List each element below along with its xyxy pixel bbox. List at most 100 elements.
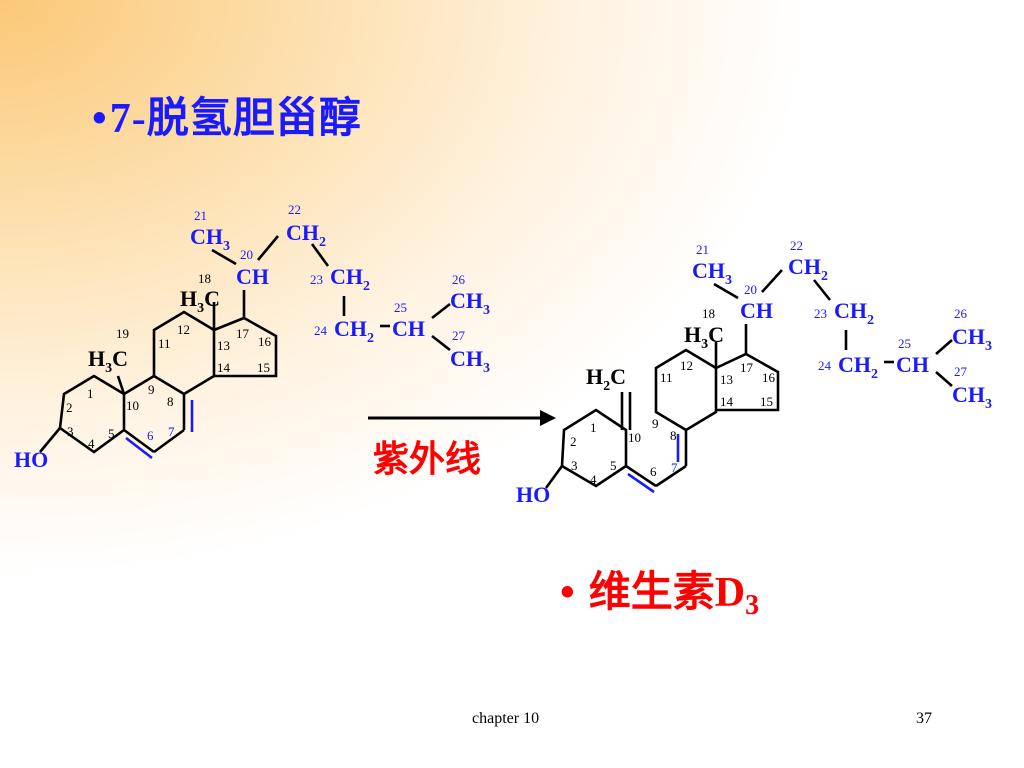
left-ch3-26-label: CH3 <box>450 288 490 318</box>
bond-3-oh <box>39 427 61 453</box>
left-num-4: 4 <box>88 436 95 451</box>
right-num-16: 16 <box>762 370 776 385</box>
bond-25-27 <box>431 334 451 352</box>
right-num-13: 13 <box>720 372 733 387</box>
right-h3c-18-label: H3C <box>684 322 724 352</box>
right-ch3-26-label: CH3 <box>952 324 992 354</box>
right-ch3-27-label: CH3 <box>952 382 992 412</box>
left-num-22: 22 <box>288 202 301 217</box>
bond-25-26 <box>935 339 953 355</box>
left-num-27: 27 <box>452 328 466 343</box>
product-name: • 维生素D3 <box>560 558 759 622</box>
right-num-9: 9 <box>652 416 659 431</box>
left-ch3-21-label: CH3 <box>190 224 230 254</box>
product-bullet-dot: • <box>560 570 575 616</box>
left-num-17: 17 <box>236 326 250 341</box>
left-num-26: 26 <box>452 272 466 287</box>
right-num-18: 18 <box>702 306 715 321</box>
bond-25-27 <box>935 371 953 387</box>
ring-d-bonds <box>715 352 780 412</box>
ring-c-bonds <box>152 310 216 396</box>
ring-a-bonds <box>560 408 628 488</box>
right-num-1: 1 <box>590 420 597 435</box>
right-num-14: 14 <box>720 394 734 409</box>
left-ch2-23-label: CH2 <box>330 264 370 294</box>
right-num-21: 21 <box>696 242 709 257</box>
left-ch-20-label: CH <box>236 264 269 289</box>
right-num-26: 26 <box>954 306 968 321</box>
right-num-25: 25 <box>898 336 911 351</box>
left-num-16: 16 <box>258 334 272 349</box>
right-num-4: 4 <box>590 472 597 487</box>
right-ho-label: HO <box>516 482 550 507</box>
bond-5-6 <box>625 464 657 488</box>
right-num-11: 11 <box>660 370 673 385</box>
left-molecule: HO H3C H3C CH3 CH CH2 CH2 CH2 CH CH3 CH3… <box>14 202 490 472</box>
left-num-8: 8 <box>167 394 174 409</box>
left-h3c-19-label: H3C <box>88 346 128 376</box>
bond-22-23 <box>812 279 832 301</box>
right-num-12: 12 <box>680 358 693 373</box>
left-num-21: 21 <box>194 208 207 223</box>
left-ch2-24-label: CH2 <box>334 316 374 346</box>
right-ch3-21-label: CH3 <box>692 258 732 288</box>
left-num-11: 11 <box>158 336 171 351</box>
footer-chapter: chapter 10 <box>472 710 540 727</box>
right-h2c-label: H2C <box>586 364 626 394</box>
right-num-6: 6 <box>650 464 657 479</box>
left-num-23: 23 <box>310 272 323 287</box>
left-num-10: 10 <box>126 398 139 413</box>
right-num-8: 8 <box>670 428 677 443</box>
right-num-3: 3 <box>571 458 578 473</box>
reaction-condition-label: 紫外线 <box>373 439 482 479</box>
bond-20-21 <box>211 248 237 266</box>
right-num-10: 10 <box>628 430 641 445</box>
left-num-20: 20 <box>240 247 253 262</box>
left-num-18: 18 <box>198 271 211 286</box>
left-num-13: 13 <box>217 338 230 353</box>
right-num-27: 27 <box>954 364 968 379</box>
bond-3-oh <box>544 465 564 489</box>
product-name-subscript: 3 <box>745 590 760 621</box>
left-h3c-18-label: H3C <box>180 286 220 316</box>
footer-page-number: 37 <box>916 710 932 727</box>
double-bond-5-6 <box>627 472 655 494</box>
bond-5-6 <box>123 428 155 454</box>
bond-10-19 <box>116 375 126 395</box>
bond-20-22 <box>257 235 279 261</box>
right-num-15: 15 <box>760 394 773 409</box>
left-num-25: 25 <box>394 300 407 315</box>
left-ho-label: HO <box>14 447 48 472</box>
left-num-2: 2 <box>66 400 73 415</box>
right-num-20: 20 <box>744 282 757 297</box>
right-num-7: 7 <box>671 460 678 475</box>
right-ch2-23-label: CH2 <box>834 298 874 328</box>
right-ch-20-label: CH <box>740 298 773 323</box>
right-num-22: 22 <box>790 238 803 253</box>
right-num-2: 2 <box>570 434 577 449</box>
left-num-19: 19 <box>116 326 129 341</box>
ring-d-bonds <box>213 316 278 378</box>
bond-22-23 <box>310 243 330 267</box>
left-num-5: 5 <box>108 426 115 441</box>
arrow-head <box>540 410 556 426</box>
bond-6-7 <box>153 428 185 454</box>
right-ch-25-label: CH <box>896 352 929 377</box>
slide-title: •7-脱氢胆甾醇 <box>92 84 362 145</box>
left-ch3-27-label: CH3 <box>450 346 490 376</box>
right-ch2-24-label: CH2 <box>838 352 878 382</box>
title-bullet: • <box>92 96 108 142</box>
left-num-7: 7 <box>168 424 175 439</box>
left-num-9: 9 <box>148 382 155 397</box>
bond-25-26 <box>431 302 451 320</box>
product-name-text: 维生素D <box>588 570 746 616</box>
bond-20-21 <box>713 282 739 300</box>
right-num-17: 17 <box>740 360 754 375</box>
bond-6-7 <box>655 464 687 488</box>
left-ch-25-label: CH <box>392 316 425 341</box>
right-num-23: 23 <box>814 306 827 321</box>
left-num-1: 1 <box>87 386 94 401</box>
double-bond-5-6 <box>125 436 153 460</box>
